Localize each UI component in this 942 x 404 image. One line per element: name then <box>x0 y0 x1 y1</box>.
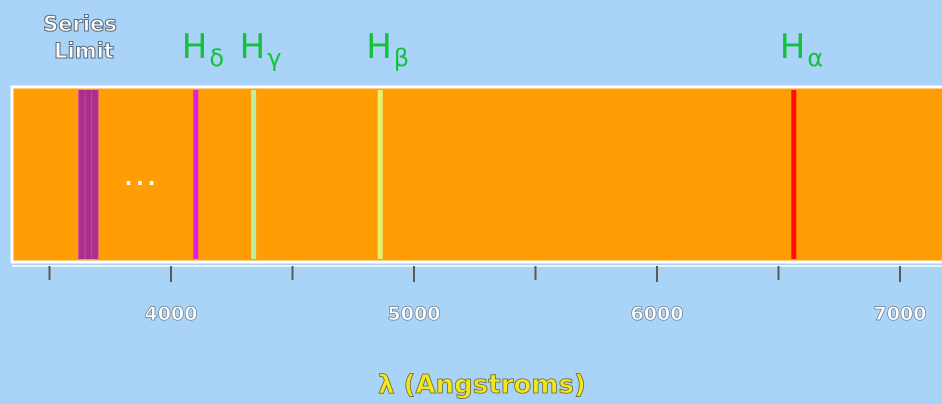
series-limit-label-line2: Limit <box>54 39 114 63</box>
h-gamma-label: Hγ <box>240 27 282 72</box>
h-alpha-label-letter: H <box>780 27 806 67</box>
h-delta-label-subscript: δ <box>209 44 224 72</box>
spectrum-band <box>10 85 942 264</box>
tick-label: 4000 <box>145 303 198 325</box>
series-limit-label-line1: Series <box>43 12 117 36</box>
h-beta-label-subscript: β <box>394 44 409 72</box>
tick-label: 5000 <box>388 303 441 325</box>
axis-ticks <box>48 266 901 282</box>
h-gamma-label-subscript: γ <box>267 44 281 72</box>
h-alpha-line <box>791 90 797 259</box>
emission-lines <box>193 90 797 259</box>
h-delta-line <box>193 90 199 259</box>
ellipsis-marker: ... <box>125 166 160 190</box>
h-delta-label-letter: H <box>182 27 208 67</box>
series-limit-band <box>78 90 99 259</box>
series-limit-region <box>78 90 99 259</box>
h-gamma-label-letter: H <box>240 27 266 67</box>
axis-title: λ (Angstroms) <box>378 370 586 400</box>
tick-label: 6000 <box>631 303 684 325</box>
h-beta-label-letter: H <box>366 27 392 67</box>
axis-tick-labels: 4000 5000 6000 7000 <box>144 303 927 326</box>
h-beta-label: Hβ <box>366 27 409 72</box>
h-alpha-label-subscript: α <box>807 44 823 72</box>
h-alpha-label: Hα <box>780 27 823 72</box>
h-delta-label: Hδ <box>182 27 224 72</box>
h-gamma-line <box>251 90 257 259</box>
tick-label: 7000 <box>874 303 927 325</box>
h-beta-line <box>377 90 383 259</box>
